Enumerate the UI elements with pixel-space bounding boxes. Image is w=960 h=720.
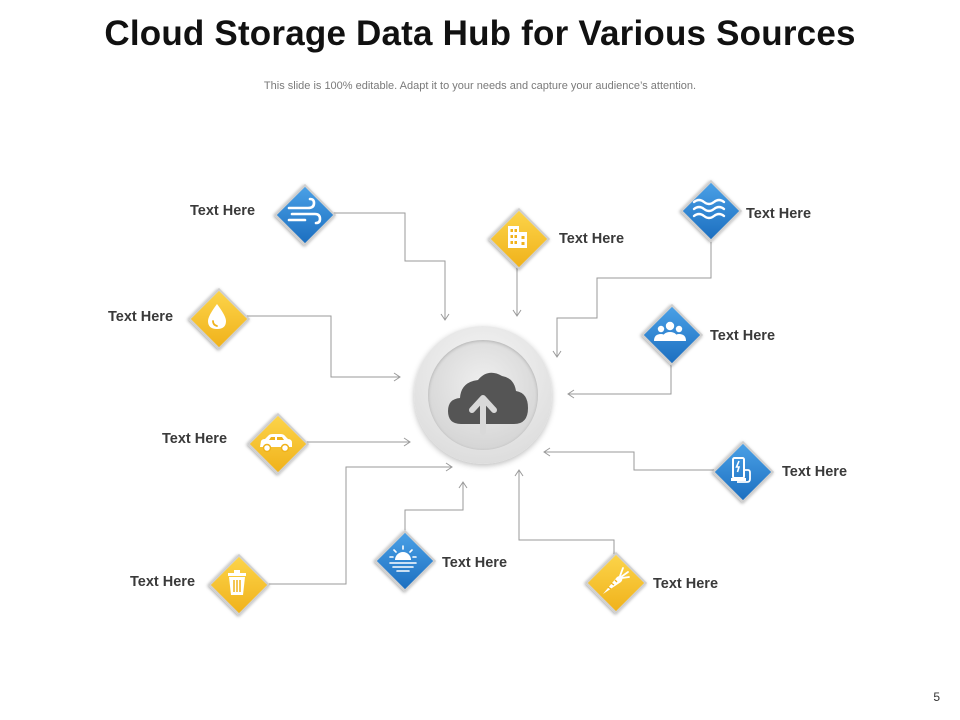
source-node-carrot[interactable] — [584, 551, 648, 615]
source-node-people[interactable] — [640, 303, 704, 367]
source-label-carrot: Text Here — [653, 576, 719, 592]
source-label-sunrise: Text Here — [442, 555, 508, 571]
connector-trash — [265, 462, 453, 585]
connector-charger — [543, 447, 715, 471]
source-label-people: Text Here — [710, 328, 776, 344]
source-node-drop[interactable] — [187, 287, 251, 351]
carrot-icon — [603, 567, 630, 594]
connector-carrot — [514, 469, 615, 556]
source-node-building[interactable] — [487, 207, 551, 271]
connector-wind — [330, 212, 450, 321]
sunrise-icon — [389, 545, 417, 572]
connector-people — [567, 359, 672, 399]
water-drop-icon — [208, 304, 226, 329]
wind-icon — [287, 197, 322, 225]
slide-title: Cloud Storage Data Hub for Various Sourc… — [104, 14, 856, 53]
building-icon — [508, 226, 527, 248]
cloud-hub — [414, 326, 552, 464]
source-label-building: Text Here — [559, 231, 625, 247]
cloud-upload-icon — [448, 372, 528, 435]
source-label-wind: Text Here — [190, 203, 256, 219]
source-label-trash: Text Here — [130, 574, 196, 590]
electric-charger-icon — [731, 457, 751, 483]
source-node-car[interactable] — [246, 412, 310, 476]
connector-waves — [552, 236, 712, 358]
car-icon — [260, 434, 292, 453]
trash-bin-icon — [228, 570, 246, 595]
connector-sunrise — [404, 481, 468, 535]
source-node-charger[interactable] — [711, 440, 775, 504]
source-label-car: Text Here — [162, 431, 228, 447]
source-label-water: Text Here — [746, 206, 812, 222]
page-number: 5 — [933, 690, 940, 704]
source-node-trash[interactable] — [207, 553, 271, 617]
source-node-wind[interactable] — [273, 183, 337, 247]
cloud-hub-inner — [428, 340, 538, 450]
slide-subtitle: This slide is 100% editable. Adapt it to… — [263, 80, 697, 92]
source-label-charger: Text Here — [782, 464, 848, 480]
connector-drop — [245, 315, 401, 382]
people-group-icon — [654, 321, 686, 341]
source-label-drop: Text Here — [108, 309, 174, 325]
source-node-water[interactable] — [679, 179, 743, 243]
source-node-sunrise[interactable] — [373, 529, 437, 593]
water-waves-icon — [692, 198, 726, 220]
